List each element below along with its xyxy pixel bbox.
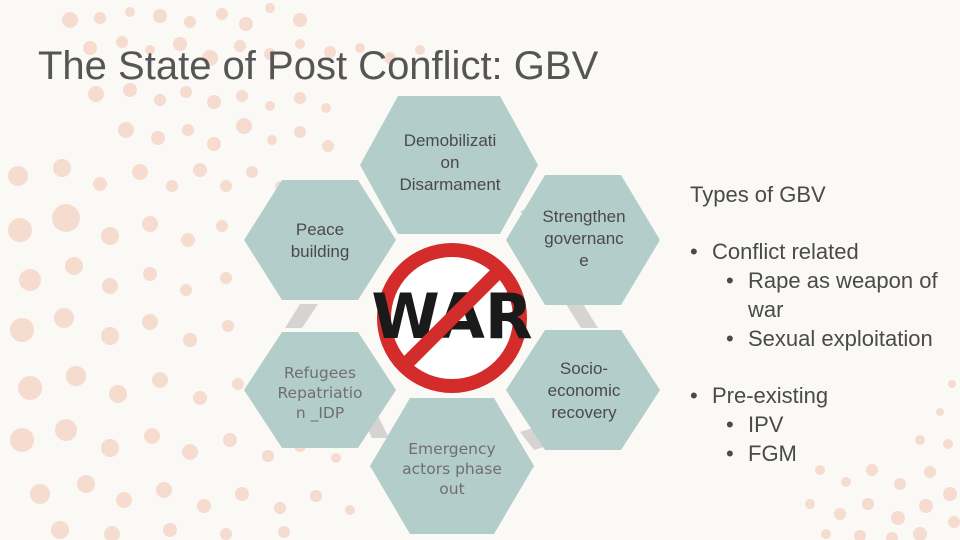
hexagon-left-label: Peace building (290, 219, 350, 261)
connector-right (566, 304, 598, 328)
list-item: Conflict related (690, 237, 950, 266)
connector-left (285, 304, 318, 328)
hexagon-top-label: Demobilizati on Disarmament (399, 130, 501, 195)
hexagon-right-top (506, 175, 660, 305)
hexagon-left-bottom-label: Refugees Repatriatio n _IDP (277, 363, 363, 423)
hexagon-bottom-label: Emergency actors phase out (402, 439, 502, 499)
list-subitem: IPV (690, 410, 950, 439)
connector-bottom-right (520, 428, 547, 450)
no-war-prohibition-icon: WAR (371, 243, 533, 393)
list-spacer (690, 353, 950, 381)
hexagon-left (244, 180, 396, 300)
hexagon-right-bottom (506, 330, 660, 450)
list-subitem: FGM (690, 439, 950, 468)
gbv-list: Conflict related Rape as weapon of war S… (690, 237, 950, 468)
hexagon-left-bottom (244, 332, 396, 448)
types-of-gbv-panel: Types of GBV Conflict related Rape as we… (690, 180, 950, 468)
list-subitem: Sexual exploitation (690, 324, 950, 353)
hexagon-right-bottom-label: Socio- economic recovery (547, 358, 621, 423)
hexagon-bottom (370, 398, 534, 534)
panel-heading: Types of GBV (690, 182, 826, 207)
hexagon-top (360, 96, 538, 234)
hexagon-right-top-label: Strengthen governanc e (542, 206, 626, 271)
list-item: Pre-existing (690, 381, 950, 410)
slide-title: The State of Post Conflict: GBV (38, 44, 599, 88)
list-subitem: Rape as weapon of war (690, 266, 950, 324)
